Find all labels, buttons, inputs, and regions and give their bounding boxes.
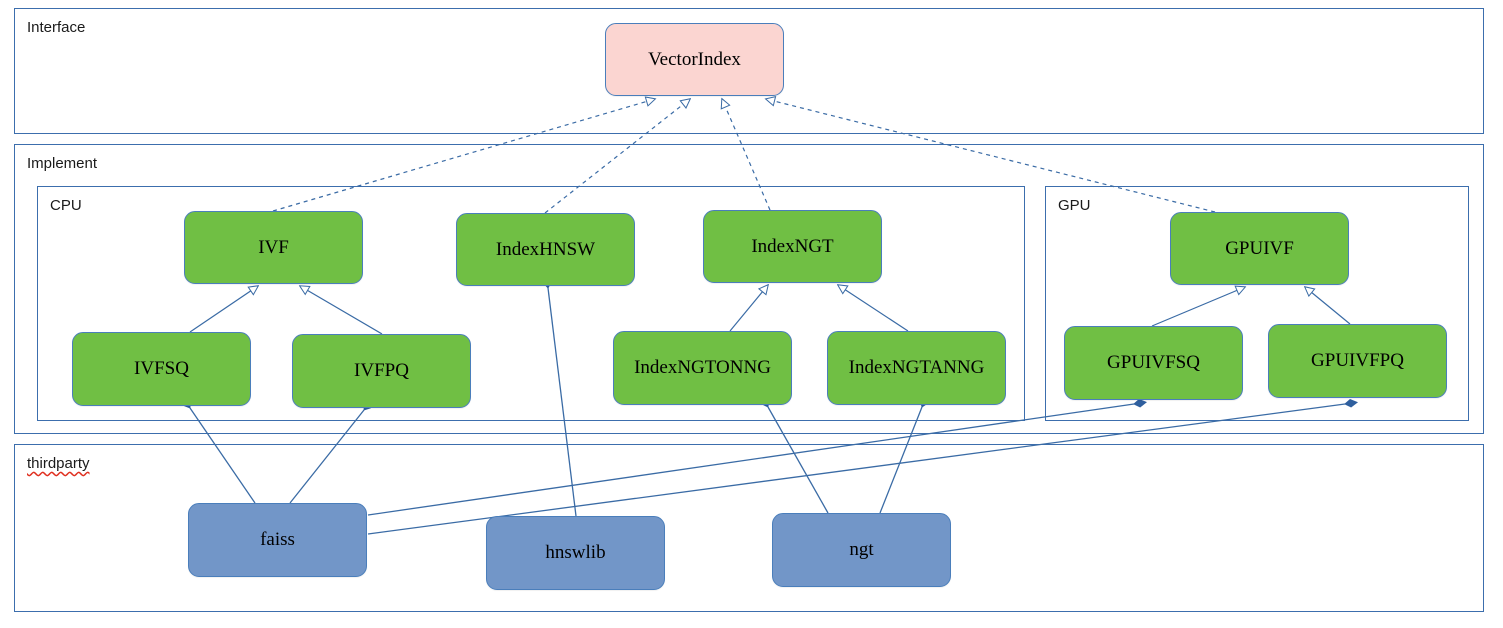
package-label-implement: Implement [27, 155, 98, 172]
package-label-gpu: GPU [1058, 197, 1091, 214]
node-gpuivfsq[interactable]: GPUIVFSQ [1064, 326, 1243, 400]
package-label-thirdparty: thirdparty [27, 455, 90, 472]
node-indexngt[interactable]: IndexNGT [703, 210, 882, 283]
node-indexngtanng[interactable]: IndexNGTANNG [827, 331, 1006, 405]
package-label-cpu: CPU [50, 197, 82, 214]
node-faiss[interactable]: faiss [188, 503, 367, 577]
node-ivfsq[interactable]: IVFSQ [72, 332, 251, 406]
node-gpuivf[interactable]: GPUIVF [1170, 212, 1349, 285]
node-ivfpq[interactable]: IVFPQ [292, 334, 471, 408]
node-indexngtonng[interactable]: IndexNGTONNG [613, 331, 792, 405]
node-hnswlib[interactable]: hnswlib [486, 516, 665, 590]
node-vectorindex[interactable]: VectorIndex [605, 23, 784, 96]
node-ivf[interactable]: IVF [184, 211, 363, 284]
node-gpuivfpq[interactable]: GPUIVFPQ [1268, 324, 1447, 398]
node-indexhnsw[interactable]: IndexHNSW [456, 213, 635, 286]
node-ngt[interactable]: ngt [772, 513, 951, 587]
package-label-interface: Interface [27, 19, 86, 36]
